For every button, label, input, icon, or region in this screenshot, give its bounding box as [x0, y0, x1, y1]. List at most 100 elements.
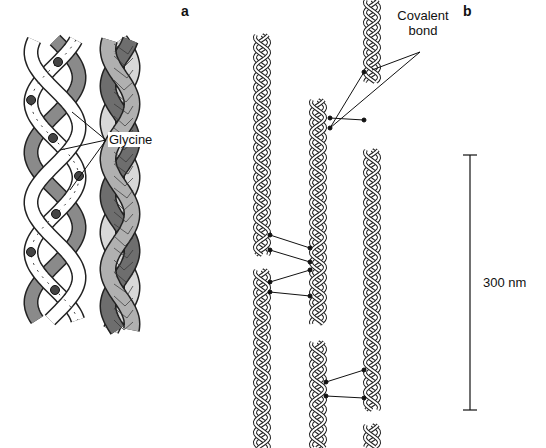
part-label: Glycine: [108, 132, 153, 147]
bond-end: [268, 280, 272, 284]
staggered-fibrils: [255, 0, 379, 448]
bond-end: [362, 396, 366, 400]
fibril-strand: [311, 100, 325, 324]
bond-end: [328, 126, 332, 130]
helix-strand: [31, 40, 79, 320]
leader-line: [70, 140, 106, 190]
fibril-strand: [255, 35, 269, 255]
covalent-bonds: [268, 70, 366, 400]
panel-letter: a: [180, 4, 190, 19]
fibril-strand: [365, 150, 379, 410]
fibril-strand: [255, 35, 269, 255]
leader-line: [72, 112, 106, 140]
fibril-strand: [311, 100, 325, 324]
covalent-bond: [270, 235, 310, 248]
fibril-strand: [311, 100, 325, 324]
bond-end: [362, 368, 366, 372]
helix-strand: [31, 40, 79, 320]
covalent-bond: [270, 250, 310, 262]
fibril-strand: [311, 100, 325, 324]
fibril-strand: [255, 35, 269, 255]
covalent-bond: [326, 370, 364, 382]
collagen-rope: [108, 40, 133, 330]
panel-letter: b: [462, 4, 473, 19]
covalent-bond: [330, 72, 364, 128]
facet-line: [114, 308, 133, 318]
facet-line: [114, 80, 133, 90]
bond-end: [362, 118, 366, 122]
part-label: Covalent bond: [392, 8, 454, 38]
glycine-dot: [49, 134, 58, 143]
bond-end: [308, 268, 312, 272]
facet-line: [114, 200, 133, 210]
bond-end: [324, 394, 328, 398]
facet-line: [114, 272, 133, 282]
bond-end: [268, 290, 272, 294]
triple-helix: [27, 40, 84, 320]
fibril-strand: [365, 425, 379, 447]
bond-end: [268, 248, 272, 252]
facet-line: [114, 224, 133, 234]
fibril-strand: [255, 35, 269, 255]
fibril-strand: [311, 342, 325, 448]
facet-line: [114, 152, 133, 162]
fibril-strand: [365, 150, 379, 410]
helix-strand: [31, 40, 79, 320]
fibril-strand: [255, 270, 269, 448]
facet-line: [114, 296, 133, 306]
glycine-dot: [27, 96, 36, 105]
leader-line: [60, 140, 106, 150]
fibril-strand: [255, 270, 269, 448]
fibril-strand: [365, 150, 379, 410]
bond-end: [362, 70, 366, 74]
fibril-strand: [311, 342, 325, 448]
facet-line: [114, 188, 133, 198]
glycine-dot: [27, 248, 36, 257]
rope-strand: [108, 40, 132, 330]
leader-line: [330, 52, 420, 128]
facet-line: [114, 92, 133, 102]
fibril-strand: [365, 425, 379, 447]
glycine-dot: [52, 210, 61, 219]
glycine-dot: [51, 286, 60, 295]
fibril-strand: [311, 100, 325, 324]
covalent-bond: [270, 292, 310, 296]
fibril-strand: [365, 150, 379, 410]
facet-line: [114, 56, 133, 66]
fibril-strand: [255, 35, 269, 255]
fibril-strand: [311, 100, 325, 324]
facet-line: [114, 320, 133, 330]
facet-line: [114, 68, 133, 78]
fibril-strand: [365, 150, 379, 410]
bond-end: [268, 233, 272, 237]
facet-line: [114, 116, 133, 126]
facet-line: [114, 104, 133, 114]
dimension-bracket: [463, 155, 477, 410]
leader-lines: [60, 52, 420, 190]
fibril-strand: [365, 425, 378, 447]
dimension-label: 300 nm: [482, 275, 527, 290]
leader-line: [372, 52, 420, 70]
fibril-strand: [311, 342, 325, 448]
facet-line: [114, 176, 133, 186]
fibril-strand: [311, 342, 325, 448]
rope-strand: [108, 40, 132, 330]
helix-strand: [31, 40, 79, 320]
bond-end: [308, 294, 312, 298]
strand-core: [31, 40, 79, 320]
facet-line: [114, 44, 133, 54]
rope-strand: [108, 40, 132, 330]
bond-end: [308, 246, 312, 250]
covalent-bond: [270, 270, 310, 282]
rope-strand: [108, 40, 132, 330]
facet-line: [114, 212, 133, 222]
rope-strand: [108, 40, 132, 330]
glycine-dot: [54, 58, 63, 67]
facet-line: [114, 284, 133, 294]
fibril-strand: [365, 425, 379, 447]
fibril-strand: [255, 270, 269, 448]
covalent-bond: [326, 396, 364, 398]
facet-line: [114, 164, 133, 174]
